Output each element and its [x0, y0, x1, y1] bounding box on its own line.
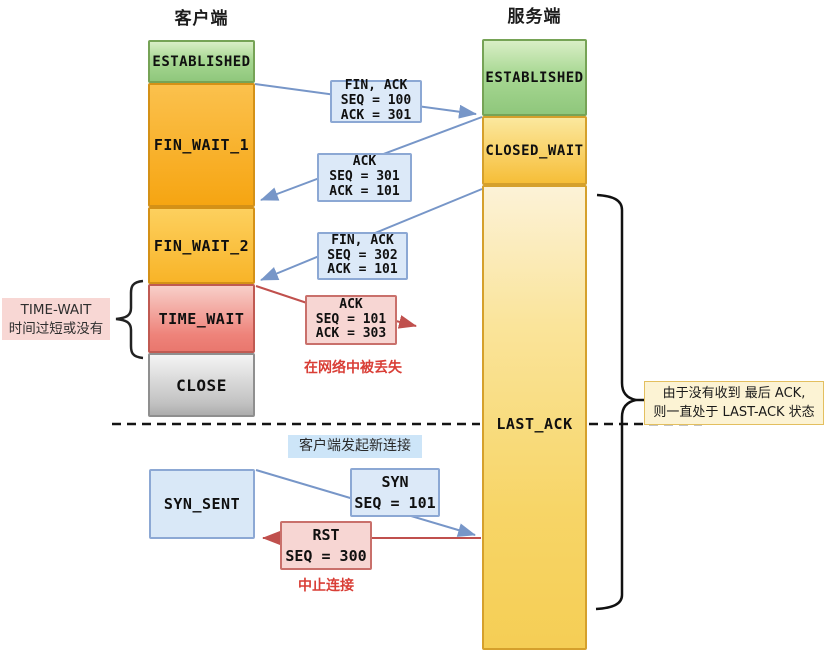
last-ack-note-line2: 则一直处于 LAST-ACK 状态 — [653, 405, 815, 420]
last-ack-note-line1: 由于没有收到 最后 ACK, — [662, 386, 806, 401]
message-line: ACK = 301 — [340, 107, 412, 123]
message-lost-ack: ACK SEQ = 101 ACK = 303 — [305, 295, 397, 345]
client-state-close: CLOSE — [148, 353, 255, 417]
message-line: SEQ = 301 — [329, 169, 400, 185]
message-line: FIN, ACK — [344, 78, 408, 94]
client-state-fin-wait-2: FIN_WAIT_2 — [148, 207, 255, 284]
message-syn: SYN SEQ = 101 — [350, 468, 440, 517]
message-line: SEQ = 101 — [354, 493, 436, 512]
message-line: ACK = 101 — [327, 262, 398, 278]
lost-ack-arrow — [395, 315, 417, 329]
time-wait-note: TIME-WAIT 时间过短或没有 — [2, 298, 110, 340]
message-line: SEQ = 302 — [327, 247, 398, 263]
message-fin-ack-2: FIN, ACK SEQ = 302 ACK = 101 — [317, 232, 408, 280]
time-wait-brace — [115, 279, 144, 360]
client-state-syn-sent: SYN_SENT — [149, 469, 255, 539]
lost-ack-connector-line — [255, 285, 308, 304]
message-ack-1: ACK SEQ = 301 ACK = 101 — [317, 153, 412, 202]
client-state-established: ESTABLISHED — [148, 40, 255, 83]
message-fin-ack-1: FIN, ACK SEQ = 100 ACK = 301 — [330, 78, 422, 123]
server-state-last-ack-label: LAST_ACK — [496, 415, 573, 433]
new-connection-label: 客户端发起新连接 — [288, 435, 422, 458]
message-line: SYN — [381, 472, 409, 491]
client-state-fin-wait-1: FIN_WAIT_1 — [148, 83, 255, 207]
server-state-closed-wait: CLOSED_WAIT — [482, 116, 587, 185]
client-state-time-wait: TIME_WAIT — [148, 284, 255, 353]
client-column-header: 客户端 — [174, 9, 229, 29]
lost-in-network-label: 在网络中被丢失 — [304, 360, 402, 376]
time-wait-note-line2: 时间过短或没有 — [8, 321, 104, 337]
last-ack-note: 由于没有收到 最后 ACK, 则一直处于 LAST-ACK 状态 — [644, 381, 824, 425]
time-wait-note-line1: TIME-WAIT — [20, 302, 92, 318]
abort-connection-label: 中止连接 — [298, 578, 354, 594]
server-state-last-ack: LAST_ACK — [482, 185, 587, 650]
message-line: ACK — [339, 296, 363, 312]
message-line: ACK = 303 — [315, 326, 387, 342]
message-line: ACK — [352, 154, 377, 170]
message-line: SEQ = 101 — [315, 311, 387, 327]
message-line: SEQ = 300 — [285, 546, 367, 565]
message-line: RST — [312, 525, 340, 544]
server-column-header: 服务端 — [507, 7, 562, 27]
message-line: ACK = 101 — [329, 183, 400, 199]
message-rst: RST SEQ = 300 — [280, 521, 372, 570]
message-line: FIN, ACK — [331, 232, 394, 248]
server-state-established: ESTABLISHED — [482, 39, 587, 116]
message-line: SEQ = 100 — [340, 93, 412, 109]
last-ack-brace — [595, 193, 637, 611]
